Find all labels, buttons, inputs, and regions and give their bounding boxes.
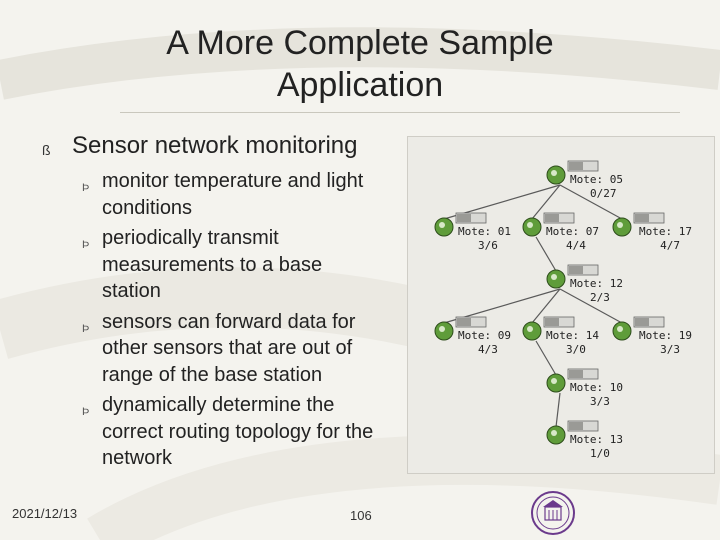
mote-value-label: 4/4 [566,239,586,252]
sensor-highlight [439,326,445,332]
network-edge [559,184,623,220]
mote-name-label: Mote: 05 [570,173,623,186]
mote-node: Mote: 131/0 [546,420,623,460]
network-edge [555,392,561,428]
sensor-highlight [551,430,557,436]
network-edge [531,288,561,324]
mote-value-label: 3/3 [660,343,680,356]
mote-node: Mote: 143/0 [522,316,599,356]
title-line-1: A More Complete Sample [166,24,554,62]
page-number: 106 [350,508,372,523]
mote-node: Mote: 094/3 [434,316,511,356]
sub-bullet-glyph: Þ [82,406,90,418]
mote-node: Mote: 174/7 [612,212,692,252]
university-seal-icon [531,491,575,535]
sensor-highlight [551,170,557,176]
network-edge [535,340,557,376]
mote-name-label: Mote: 01 [458,225,511,238]
mote-node: Mote: 050/27 [546,160,623,200]
sub-bullet-text: dynamically determine the correct routin… [102,394,374,469]
reading-bar-fill [457,214,471,222]
mote-name-label: Mote: 13 [570,433,623,446]
network-edge [531,184,561,220]
slide-title: A More Complete Sample Application [60,22,660,106]
sub-bullet-list: Þ monitor temperature and light conditio… [82,168,382,476]
mote-name-label: Mote: 14 [546,329,599,342]
mote-value-label: 4/7 [660,239,680,252]
mote-value-label: 3/0 [566,343,586,356]
mote-node: Mote: 193/3 [612,316,692,356]
sub-bullet-text: monitor temperature and light conditions [102,170,364,219]
sensor-highlight [551,378,557,384]
mote-node: Mote: 074/4 [522,212,599,252]
reading-bar-fill [457,318,471,326]
reading-bar-fill [569,422,583,430]
reading-bar-fill [569,266,583,274]
main-bullet-text: Sensor network monitoring [72,132,358,159]
slide-date: 2021/12/13 [12,506,78,521]
sub-bullet: Þ sensors can forward data for other sen… [82,309,382,389]
sensor-highlight [617,222,623,228]
mote-name-label: Mote: 09 [458,329,511,342]
reading-bar-fill [635,214,649,222]
mote-value-label: 3/3 [590,395,610,408]
sensor-highlight [617,326,623,332]
sub-bullet-glyph: Þ [82,182,90,194]
sub-bullet: Þ monitor temperature and light conditio… [82,168,382,221]
reading-bar-fill [635,318,649,326]
mote-name-label: Mote: 07 [546,225,599,238]
sub-bullet-text: sensors can forward data for other senso… [102,310,356,386]
sub-bullet-glyph: Þ [82,239,90,251]
mote-name-label: Mote: 19 [639,329,692,342]
reading-bar-fill [545,318,559,326]
sub-bullet-glyph: Þ [82,322,90,335]
sensor-highlight [527,222,533,228]
sensor-highlight [439,222,445,228]
mote-value-label: 1/0 [590,447,610,460]
mote-name-label: Mote: 12 [570,277,623,290]
title-line-2: Application [276,66,444,104]
reading-bar-fill [545,214,559,222]
mote-name-label: Mote: 10 [570,381,623,394]
mote-value-label: 2/3 [590,291,610,304]
sub-bullet: Þ dynamically determine the correct rout… [82,392,382,472]
mote-value-label: 3/6 [478,239,498,252]
title-divider [120,112,680,113]
network-edge [559,288,623,324]
mote-node: Mote: 122/3 [546,264,623,304]
mote-name-label: Mote: 17 [639,225,692,238]
mote-node: Mote: 103/3 [546,368,623,408]
mote-node: Mote: 013/6 [434,212,511,252]
mote-value-label: 4/3 [478,343,498,356]
sensor-highlight [551,274,557,280]
reading-bar-fill [569,162,583,170]
network-edge [535,236,557,272]
bullet-glyph: ß [42,142,51,158]
reading-bar-fill [569,370,583,378]
mote-value-label: 0/27 [590,187,617,200]
sensor-highlight [527,326,533,332]
sub-bullet: Þ periodically transmit measurements to … [82,225,382,305]
sub-bullet-text: periodically transmit measurements to a … [102,227,323,302]
